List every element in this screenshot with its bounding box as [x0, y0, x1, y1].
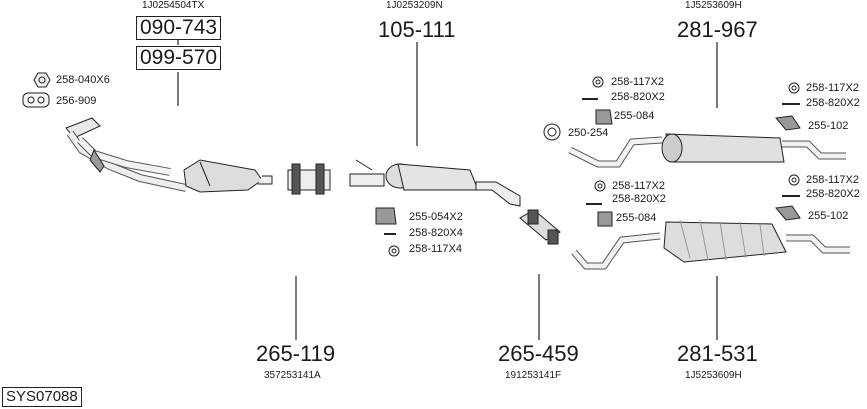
- part-number-099-570[interactable]: 099-570: [136, 46, 222, 70]
- oem-label-1: 1J0254504TX: [142, 0, 205, 11]
- part-number-090-743[interactable]: 090-743: [136, 16, 222, 40]
- part-number-281-967[interactable]: 281-967: [677, 17, 758, 42]
- sheet-id: SYS07088: [2, 387, 82, 407]
- part-number-265-459[interactable]: 265-459: [498, 341, 579, 366]
- small-part-258-117x2-c[interactable]: 258-117X2: [612, 180, 666, 192]
- part-number-105-111[interactable]: 105-111: [378, 17, 456, 42]
- part-number-281-531[interactable]: 281-531: [677, 341, 758, 366]
- small-part-258-820x2-c[interactable]: 258-820X2: [612, 193, 666, 205]
- rear-silencer-lower: [571, 219, 850, 270]
- small-part-255-054x2[interactable]: 255-054X2: [409, 211, 463, 223]
- small-part-258-820x2-d[interactable]: 258-820X2: [806, 188, 860, 200]
- rear-silencer-upper: [568, 133, 846, 168]
- small-part-258-117x2-d[interactable]: 258-117X2: [806, 174, 860, 186]
- oem-label-3: 1J5253609H: [685, 0, 742, 11]
- small-part-255-102-a[interactable]: 255-102: [808, 120, 849, 132]
- small-part-258-820x4[interactable]: 258-820X4: [409, 227, 463, 239]
- oem-label-2: 1J0253209N: [386, 0, 443, 11]
- small-part-258-117x2-a[interactable]: 258-117X2: [611, 76, 665, 88]
- clamp-265-459: [519, 209, 561, 245]
- oem-label-4: 357253141A: [264, 370, 321, 381]
- small-part-250-254[interactable]: 250-254: [568, 127, 609, 139]
- clamp-265-119: [287, 163, 331, 195]
- small-part-258-040x6[interactable]: 258-040X6: [56, 74, 110, 86]
- small-part-255-084-b[interactable]: 255-084: [616, 212, 657, 224]
- small-part-255-102-b[interactable]: 255-102: [808, 210, 849, 222]
- small-part-255-084-a[interactable]: 255-084: [614, 110, 655, 122]
- small-part-258-117x2-b[interactable]: 258-117X2: [806, 82, 860, 94]
- oem-label-5: 191253141F: [505, 370, 562, 381]
- small-part-258-820x2-a[interactable]: 258-820X2: [611, 91, 665, 103]
- front-pipe-catalyst: [65, 117, 273, 193]
- small-part-icons: [22, 72, 801, 257]
- middle-silencer: [349, 159, 521, 207]
- small-part-258-117x4[interactable]: 258-117X4: [409, 243, 463, 255]
- oem-label-6: 1J5253609H: [685, 370, 742, 381]
- part-number-265-119[interactable]: 265-119: [256, 341, 336, 366]
- small-part-256-909[interactable]: 256-909: [56, 95, 97, 107]
- leader-lines: [177, 40, 718, 340]
- small-part-258-820x2-b[interactable]: 258-820X2: [806, 97, 860, 109]
